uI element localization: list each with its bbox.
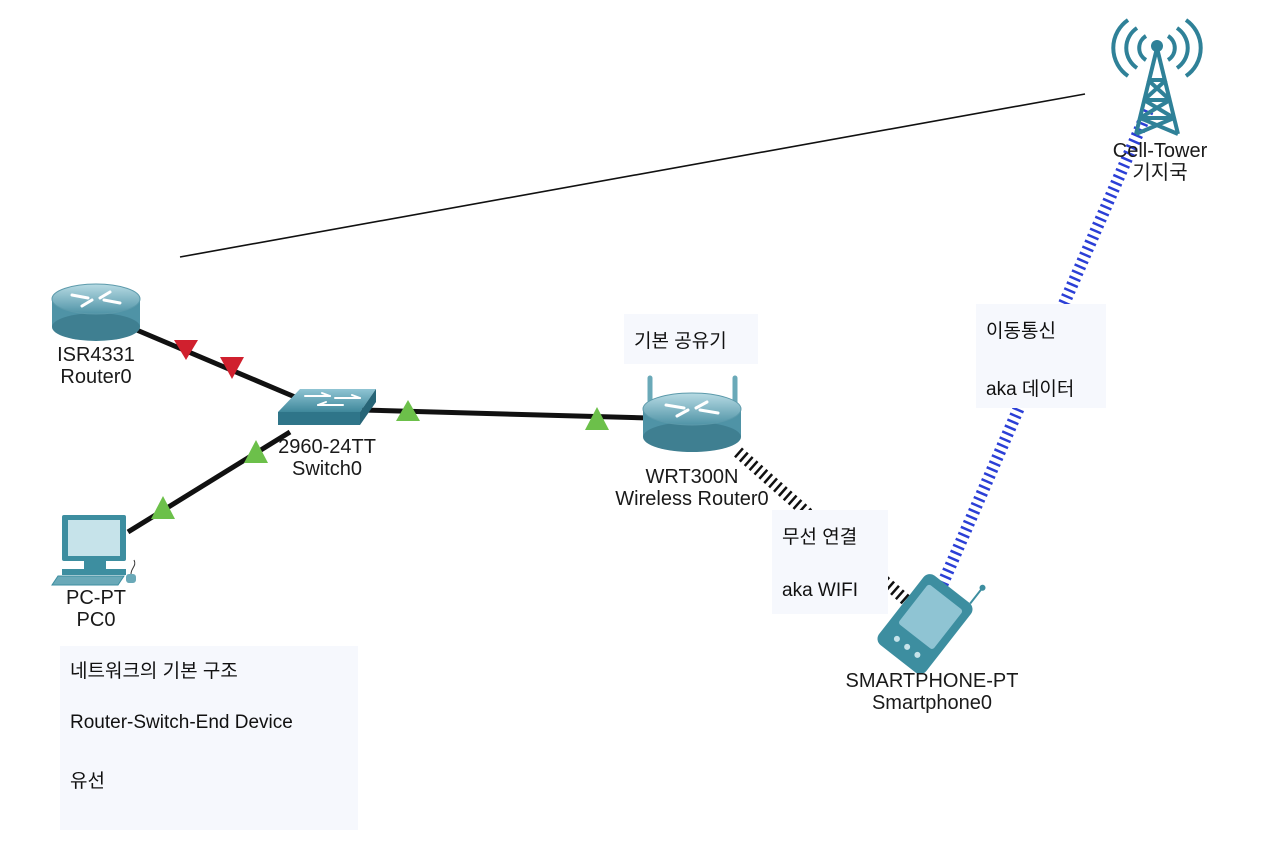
cell-tower-model: Cell-Tower (1112, 140, 1208, 162)
background-line (179, 93, 1086, 258)
router-name: Router0 (60, 366, 132, 388)
note-wireless[interactable]: 무선 연결 aka WIFI (772, 510, 888, 614)
cell-tower-icon[interactable] (1111, 18, 1203, 136)
pc-label: PC-PT PC0 (44, 587, 148, 631)
note-mobile-line2: aka 데이터 (986, 379, 1075, 400)
pc-model: PC-PT (66, 587, 126, 609)
pc-icon[interactable] (51, 515, 136, 586)
cell-tower-label: Cell-Tower 기지국 (1094, 140, 1226, 184)
note-wired-line3: 유선 (70, 771, 105, 792)
note-wireless-line2: aka WIFI (782, 580, 859, 601)
wireless-router-name: Wireless Router0 (615, 488, 769, 510)
router-label: ISR4331 Router0 (44, 344, 148, 388)
switch-label: 2960-24TT Switch0 (262, 436, 392, 480)
note-mobile[interactable]: 이동통신 aka 데이터 (976, 304, 1106, 408)
smartphone-label: SMARTPHONE-PT Smartphone0 (822, 670, 1042, 714)
switch-icon[interactable] (278, 389, 376, 425)
note-basic-router-text: 기본 공유기 (634, 331, 727, 352)
link-up-indicator (151, 496, 175, 519)
switch-model: 2960-24TT (278, 436, 376, 458)
router-model: ISR4331 (57, 344, 135, 366)
note-wired-line1: 네트워크의 기본 구조 (70, 661, 238, 682)
cell-tower-name: 기지국 (1132, 162, 1188, 184)
note-wired-line2: Router-Switch-End Device (70, 712, 293, 733)
pc-name: PC0 (76, 609, 116, 631)
link-up-indicator (585, 407, 609, 430)
cable-router-switch[interactable] (131, 325, 296, 400)
smartphone-icon[interactable] (874, 553, 990, 677)
note-basic-router[interactable]: 기본 공유기 (624, 314, 758, 364)
wireless-router-label: WRT300N Wireless Router0 (594, 466, 790, 510)
link-up-indicator (244, 440, 268, 463)
switch-name: Switch0 (291, 458, 363, 480)
note-wired[interactable]: 네트워크의 기본 구조 Router-Switch-End Device 유선 (60, 646, 358, 830)
smartphone-name: Smartphone0 (871, 692, 993, 714)
link-down-indicator (174, 340, 198, 360)
link-up-indicator (396, 400, 420, 421)
router-icon[interactable] (51, 283, 141, 341)
note-mobile-line1: 이동통신 (986, 321, 1056, 342)
link-down-indicator (220, 357, 244, 379)
note-wireless-line1: 무선 연결 (782, 527, 858, 548)
wireless-router-icon[interactable] (642, 375, 742, 452)
wireless-router-model: WRT300N (645, 466, 739, 488)
smartphone-model: SMARTPHONE-PT (845, 670, 1019, 692)
